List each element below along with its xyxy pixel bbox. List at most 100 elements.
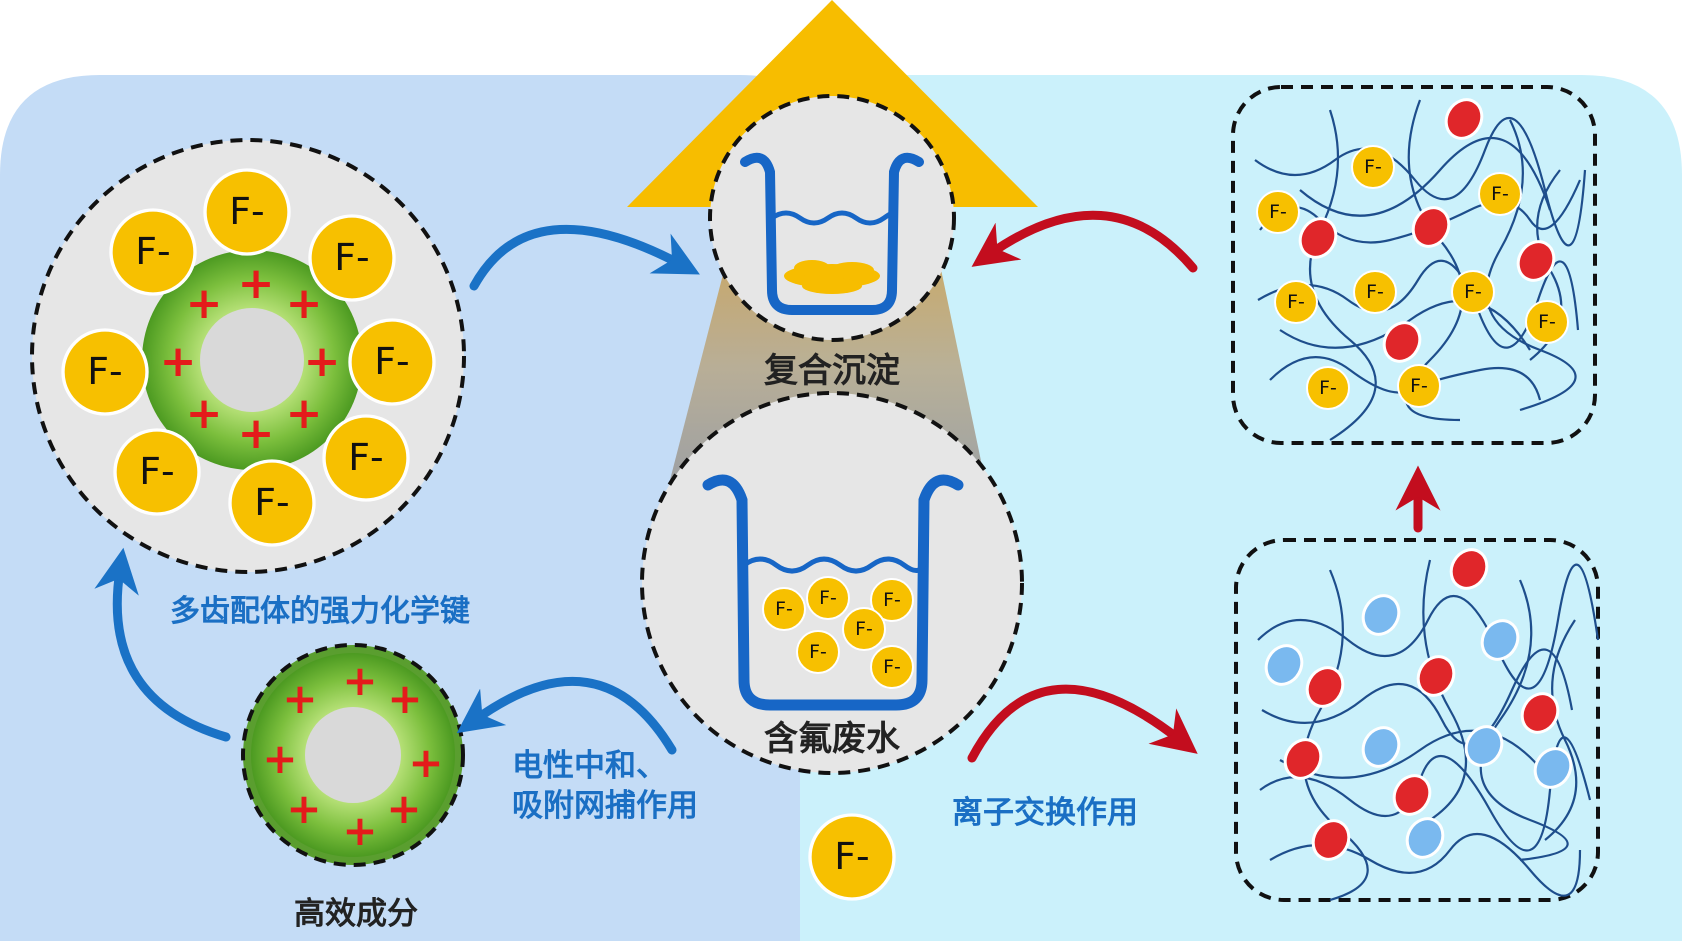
resin-fluoride-ion-5: F-	[1353, 270, 1397, 314]
resin-red-bead-bottom-7	[1311, 819, 1351, 861]
resin-fluoride-ion-7: F-	[1525, 300, 1569, 344]
fluoride-ion-4-label: F-	[87, 349, 122, 393]
resin-initial-group	[1264, 548, 1573, 861]
free-fluoride-ion-body-label: F-	[834, 834, 869, 878]
resin-blue-bead-4	[1361, 726, 1401, 768]
resin-fluoride-ion-8: F-	[1306, 366, 1350, 410]
fluoride-ion-6: F-	[113, 428, 201, 516]
free-fluoride-ion-body: F-	[808, 813, 896, 901]
resin-loaded-group: F- F- F- F- F- F- F- F- F-	[1256, 98, 1569, 410]
fluoride-ion-4: F-	[61, 328, 149, 416]
wastewater-fluoride-ion-1-label: F-	[775, 598, 793, 620]
plus-sign-large-8: +	[238, 408, 275, 459]
fluoride-ion-3: F-	[308, 214, 396, 302]
plus-sign-large-4: +	[160, 336, 197, 387]
fluoride-ion-1-label: F-	[229, 189, 264, 233]
plus-group-small: ++++++++	[262, 656, 443, 855]
plus-sign-large-7: +	[286, 388, 323, 439]
plus-sign-small-1: +	[342, 656, 377, 705]
plus-sign-small-6: +	[286, 784, 321, 833]
wastewater-fluoride-ion-2-label: F-	[819, 587, 837, 609]
label-charge-neutralization-line1: 电性中和、	[512, 748, 667, 784]
resin-fluoride-ion-8-label: F-	[1319, 377, 1337, 399]
wastewater-fluoride-ion-6-label: F-	[883, 656, 901, 678]
resin-red-bead-top-3	[1411, 206, 1451, 248]
plus-sign-small-2: +	[282, 674, 317, 723]
plus-sign-small-3: +	[387, 674, 422, 723]
wastewater-fluoride-ion-4: F-	[842, 607, 886, 651]
precipitation-beaker-icon	[740, 152, 924, 315]
wastewater-fluoride-ion-4-label: F-	[855, 618, 873, 640]
arrow-to-active-component	[456, 676, 677, 755]
resin-fluoride-ion-5-label: F-	[1366, 281, 1384, 303]
plus-sign-large-3: +	[286, 278, 323, 329]
fluoride-ion-7: F-	[322, 414, 410, 502]
resin-fluoride-ion-4-label: F-	[1287, 291, 1305, 313]
fluoride-ion-6-label: F-	[139, 449, 174, 493]
plus-sign-large-1: +	[238, 258, 275, 309]
resin-fluoride-ion-7-label: F-	[1538, 311, 1556, 333]
fluoride-ion-2-label: F-	[135, 229, 170, 273]
resin-fluoride-ion-3: F-	[1478, 172, 1522, 216]
label-polydentate-bond: 多齿配体的强力化学键	[170, 594, 470, 629]
fluoride-ion-7-label: F-	[348, 435, 383, 479]
resin-red-bead-top-4	[1516, 240, 1556, 282]
wastewater-fluoride-ion-5-label: F-	[809, 641, 827, 663]
fluoride-ion-3-label: F-	[334, 235, 369, 279]
wastewater-fluoride-ion-2: F-	[806, 576, 850, 620]
resin-red-bead-bottom-4	[1520, 692, 1560, 734]
resin-red-bead-bottom-2	[1305, 666, 1345, 708]
label-complex-precipitation: 复合沉淀	[764, 351, 900, 391]
resin-blue-bead-3	[1264, 644, 1304, 686]
resin-red-bead-bottom-3	[1416, 655, 1456, 697]
wastewater-fluoride-ion-1: F-	[762, 587, 806, 631]
resin-red-bead-top-1	[1444, 98, 1484, 140]
wastewater-fluoride-ion-6: F-	[870, 645, 914, 689]
plus-sign-large-6: +	[186, 388, 223, 439]
label-charge-neutralization-line2: 吸附网捕作用	[512, 788, 698, 824]
resin-red-bead-bottom-1	[1449, 548, 1489, 590]
plus-sign-small-5: +	[408, 738, 443, 787]
core-small	[305, 707, 401, 803]
fluoride-ion-2: F-	[109, 208, 197, 296]
fluoride-ion-5: F-	[348, 318, 436, 406]
resin-fluoride-ion-9-label: F-	[1410, 375, 1428, 397]
resin-fluoride-ion-6-label: F-	[1464, 281, 1482, 303]
resin-fluoride-ion-4: F-	[1274, 280, 1318, 324]
fluoride-ion-8-label: F-	[254, 480, 289, 524]
resin-fluoride-ion-1: F-	[1351, 145, 1395, 189]
label-fluoride-wastewater: 含氟废水	[764, 719, 901, 759]
plus-sign-small-7: +	[386, 784, 421, 833]
arrow-to-precipitation	[469, 224, 700, 291]
label-ion-exchange: 离子交换作用	[952, 795, 1138, 831]
label-active-component: 高效成分	[294, 896, 418, 932]
arrow-to-ion-exchange	[967, 684, 1198, 763]
plus-group-large: ++++++++	[160, 258, 341, 459]
fluoride-ion-8: F-	[228, 459, 316, 547]
resin-fluoride-ion-9: F-	[1397, 364, 1441, 408]
resin-blue-bead-6	[1533, 747, 1573, 789]
resin-red-bead-top-2	[1298, 217, 1338, 259]
ion-ring-group: F- F- F- F- F- F- F- F-	[61, 168, 436, 547]
wastewater-fluoride-ion-3: F-	[870, 578, 914, 622]
wastewater-fluoride-ion-3-label: F-	[883, 589, 901, 611]
resin-fluoride-ion-3-label: F-	[1491, 183, 1509, 205]
resin-blue-bead-2	[1480, 619, 1520, 661]
resin-red-bead-bottom-6	[1392, 774, 1432, 816]
resin-blue-bead-1	[1361, 594, 1401, 636]
resin-red-bead-bottom-5	[1283, 738, 1323, 780]
free-fluoride-ion: F-	[808, 813, 896, 901]
resin-blue-bead-7	[1405, 817, 1445, 859]
resin-fluoride-ion-2: F-	[1256, 190, 1300, 234]
resin-fluoride-ion-1-label: F-	[1364, 156, 1382, 178]
wastewater-fluoride-ion-5: F-	[796, 630, 840, 674]
wastewater-ion-group: F- F- F- F- F- F-	[762, 576, 914, 689]
arrow-to-complexation	[94, 547, 231, 742]
plus-sign-large-5: +	[304, 336, 341, 387]
plus-sign-large-2: +	[186, 278, 223, 329]
polymer-chains-bottom	[1257, 559, 1600, 902]
plus-sign-small-4: +	[262, 734, 297, 783]
fluoride-ion-1: F-	[203, 168, 291, 256]
plus-sign-small-8: +	[342, 806, 377, 855]
